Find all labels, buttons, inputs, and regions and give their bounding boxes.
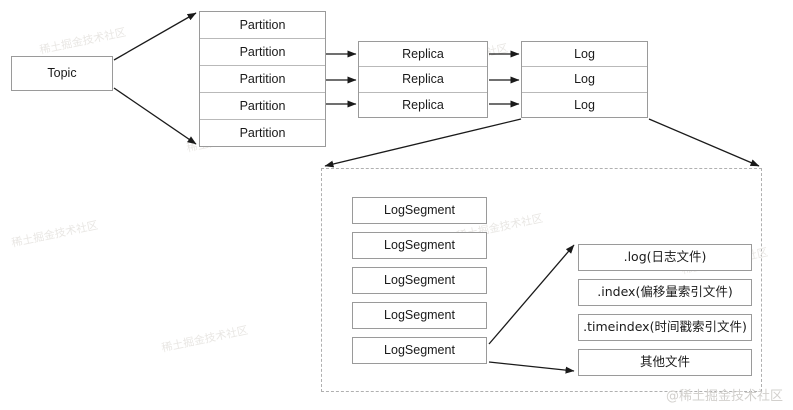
log-row[interactable]: Log (522, 92, 647, 117)
log-segment-label: LogSegment (384, 203, 455, 218)
arrow-topic-to-partition-bottom (113, 87, 197, 145)
watermark-text: 稀土掘金技术社区 (160, 323, 250, 355)
file-label: 其他文件 (639, 354, 690, 370)
log-segment-label: LogSegment (384, 273, 455, 288)
topic-node[interactable]: Topic (11, 56, 113, 91)
replica-row[interactable]: Replica (359, 92, 487, 117)
log-label: Log (574, 97, 595, 112)
log-column: Log Log Log (521, 41, 648, 118)
file-label: .index(偏移量索引文件) (597, 284, 733, 300)
partition-row[interactable]: Partition (200, 12, 325, 39)
partition-label: Partition (239, 45, 286, 59)
file-node-other[interactable]: 其他文件 (578, 349, 752, 376)
topic-label: Topic (47, 66, 77, 81)
partition-label: Partition (239, 99, 286, 113)
partition-label: Partition (239, 18, 286, 32)
partition-row[interactable]: Partition (200, 93, 325, 120)
watermark-text: 稀土掘金技术社区 (38, 25, 128, 57)
arrow-log-to-region-left (324, 118, 522, 168)
partition-row[interactable]: Partition (200, 120, 325, 146)
file-node-index[interactable]: .index(偏移量索引文件) (578, 279, 752, 306)
log-segment-label: LogSegment (384, 238, 455, 253)
partition-column: Partition Partition Partition Partition … (199, 11, 326, 147)
log-segment-node[interactable]: LogSegment (352, 197, 487, 224)
replica-column: Replica Replica Replica (358, 41, 488, 118)
watermark-corner: @稀土掘金技术社区 (665, 389, 783, 404)
replica-row[interactable]: Replica (359, 42, 487, 68)
log-row[interactable]: Log (522, 42, 647, 68)
file-node-timeindex[interactable]: .timeindex(时间戳索引文件) (578, 314, 752, 341)
replica-label: Replica (402, 72, 444, 87)
partition-row[interactable]: Partition (200, 66, 325, 93)
replica-label: Replica (402, 97, 444, 112)
log-segment-node[interactable]: LogSegment (352, 267, 487, 294)
log-row[interactable]: Log (522, 67, 647, 93)
log-segment-label: LogSegment (384, 343, 455, 358)
partition-row[interactable]: Partition (200, 39, 325, 66)
log-segment-node[interactable]: LogSegment (352, 232, 487, 259)
log-label: Log (574, 72, 595, 87)
file-node-log[interactable]: .log(日志文件) (578, 244, 752, 271)
watermark-text: 稀土掘金技术社区 (10, 218, 100, 250)
log-segment-node[interactable]: LogSegment (352, 302, 487, 329)
partition-label: Partition (239, 126, 286, 140)
file-label: .timeindex(时间戳索引文件) (583, 319, 747, 335)
log-segment-node[interactable]: LogSegment (352, 337, 487, 364)
file-label: .log(日志文件) (623, 249, 707, 265)
replica-row[interactable]: Replica (359, 67, 487, 93)
log-label: Log (574, 47, 595, 62)
arrow-log-to-region-right (648, 118, 760, 167)
log-segment-label: LogSegment (384, 308, 455, 323)
log-detail-region (321, 168, 762, 392)
replica-label: Replica (402, 47, 444, 62)
partition-label: Partition (239, 72, 286, 86)
